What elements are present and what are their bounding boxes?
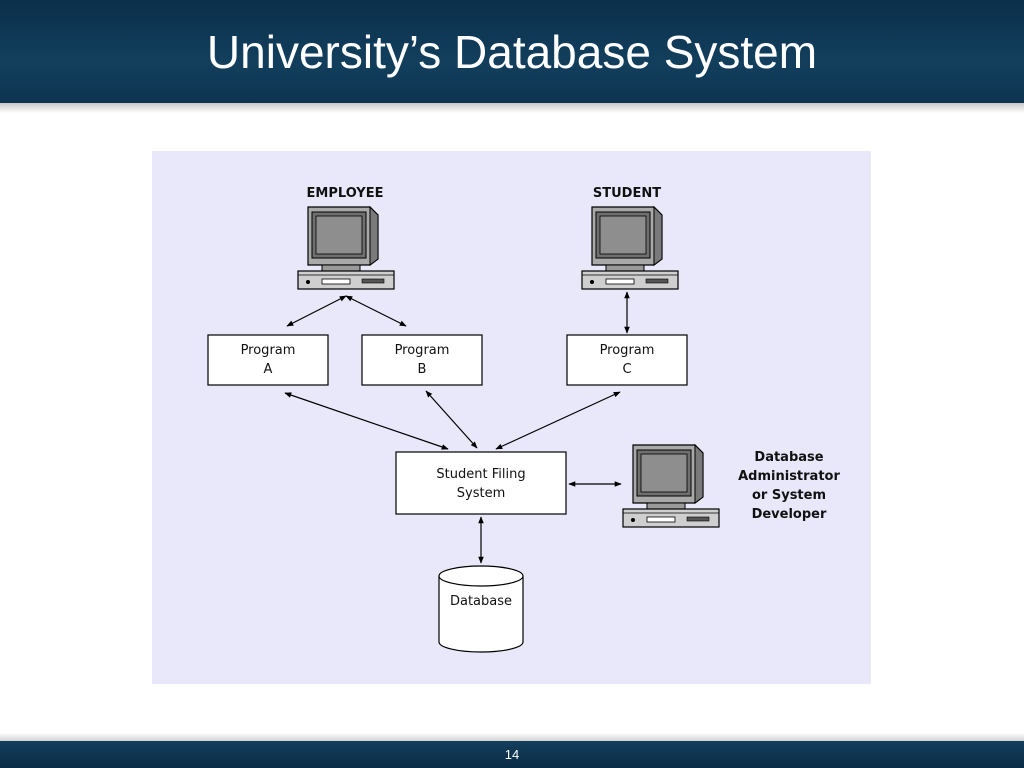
filing-system-label-line1: Student Filing xyxy=(436,467,525,482)
employee-label: EMPLOYEE xyxy=(307,186,384,201)
program-b-box xyxy=(361,334,483,386)
connector-program-b-filing xyxy=(425,390,478,449)
dba-label-line1: Database xyxy=(754,450,823,465)
program-c-label-line1: Program xyxy=(600,343,655,358)
program-a-label-line1: Program xyxy=(241,343,296,358)
database-cylinder xyxy=(438,565,524,653)
dba-computer-icon xyxy=(622,444,720,528)
program-a-box xyxy=(207,334,329,386)
program-b-label-line2: B xyxy=(418,362,427,377)
filing-system-label-line2: System xyxy=(457,486,505,501)
footer-bar: 14 xyxy=(0,733,1024,768)
student-label: STUDENT xyxy=(593,186,661,201)
connector-program-c-filing xyxy=(495,391,621,450)
program-b-label-line1: Program xyxy=(395,343,450,358)
slide-title: University’s Database System xyxy=(206,26,818,78)
program-a-label-line2: A xyxy=(264,362,273,377)
dba-label-line2: Administrator xyxy=(738,469,840,484)
employee-computer-icon xyxy=(297,206,395,290)
page-number: 14 xyxy=(504,747,520,762)
connector-employee-program-b xyxy=(345,295,407,327)
dba-label-line3: or System xyxy=(752,488,826,503)
student-filing-system-box xyxy=(395,451,567,515)
connector-program-a-filing xyxy=(284,392,449,450)
program-c-box xyxy=(566,334,688,386)
program-c-label-line2: C xyxy=(622,362,631,377)
connector-employee-program-a xyxy=(286,295,347,327)
title-bar: University’s Database System xyxy=(0,0,1024,113)
dba-label-line4: Developer xyxy=(752,507,827,522)
database-label: Database xyxy=(450,594,512,609)
student-computer-icon xyxy=(581,206,679,290)
